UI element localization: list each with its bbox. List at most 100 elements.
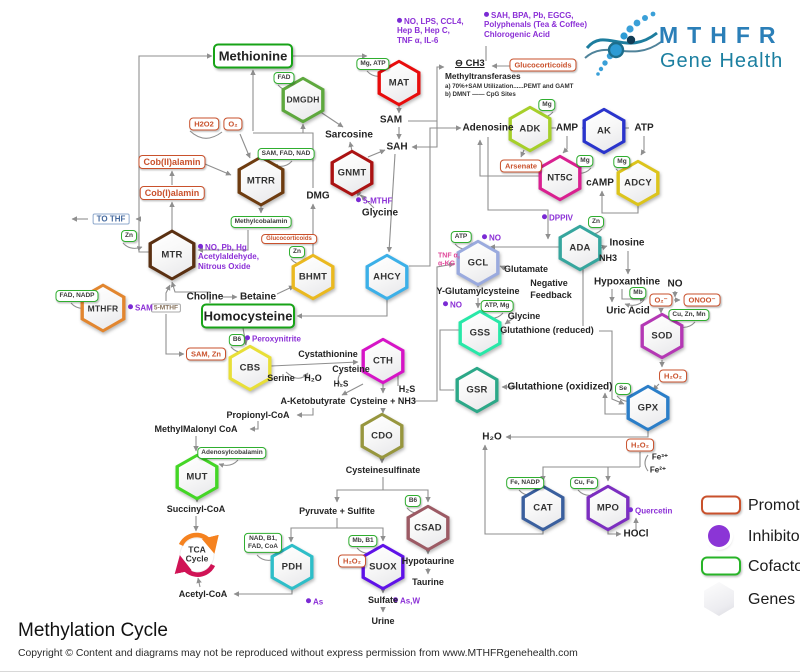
- metabolite-label: Glycine: [361, 207, 399, 219]
- edge-line: [288, 527, 337, 543]
- cofactor-box: Fe, NADP: [506, 476, 544, 490]
- cofactor-box: Adenosylcobalamin: [197, 446, 267, 460]
- tca-cycle-node: TCA Cycle: [186, 545, 209, 565]
- edge-line: [138, 53, 213, 253]
- metabolite-label: Succinyl-CoA: [166, 504, 226, 514]
- gene-hex-CSAD: CSAD: [406, 504, 450, 552]
- methyltransferases-heading: Methyltransferases: [445, 71, 521, 81]
- metabolite-label: DMG: [306, 190, 330, 202]
- inhibitor-dot-icon: [356, 197, 361, 203]
- gene-label: SUOX: [369, 561, 397, 573]
- copyright-text: Copyright © Content and diagrams may not…: [18, 648, 578, 659]
- gene-label: MTR: [161, 249, 183, 261]
- legend-genes-label: Genes: [748, 591, 796, 608]
- edge-line: [505, 431, 649, 440]
- inhibitor-dot-icon: [443, 301, 448, 307]
- edge-line: [165, 314, 185, 357]
- promoter-box: Glucocorticoids: [261, 234, 317, 244]
- gene-hex-BHMT: BHMT: [291, 253, 335, 301]
- cofactor-box: Mg: [613, 155, 631, 169]
- metabolite-label: Pyruvate + Sulfite: [299, 506, 375, 516]
- metabolite-label: Cysteinesulfinate: [345, 465, 421, 475]
- inhibitor-label: Quercetin: [628, 506, 672, 515]
- cofactor-box: FAD, NADP: [55, 289, 99, 303]
- methyltransferases-note: ⊖ CH3 Methyltransferases a) 70%+SAM Util…: [445, 58, 573, 98]
- metabolite-label: Glutamate: [503, 264, 549, 274]
- inhibitor-dot-icon: [245, 335, 250, 341]
- inhibitor-label: NO, LPS, CCL4,Hep B, Hep C,TNF α, IL-6: [397, 16, 464, 45]
- metabolite-label: Propionyl-CoA: [226, 410, 290, 420]
- gene-label: AHCY: [373, 271, 401, 283]
- metabolite-label: MethylMalonyl CoA: [154, 424, 238, 434]
- dna-helix-icon: [584, 11, 662, 76]
- promoter-box: Cob(I)alamin: [139, 186, 205, 200]
- metabolite-box-homocysteine: Homocysteine: [201, 303, 295, 329]
- inhibitor-dot-icon: [484, 11, 489, 17]
- methyltransferases-line-a: a) 70%+SAM Utilization......PEMT and GAM…: [445, 82, 574, 90]
- edge-line: [600, 244, 608, 251]
- metabolite-label: NH3: [598, 253, 618, 263]
- gene-hex-ADCY: ADCY: [616, 159, 660, 207]
- gene-label: PDH: [281, 561, 303, 573]
- gene-hex-MTRR: MTRR: [237, 155, 285, 207]
- cofactor-box: Cu, Fe: [570, 476, 598, 490]
- gene-label: CTH: [372, 355, 394, 367]
- promoter-box: O₂⁻: [649, 293, 673, 307]
- cofactor-box: ATP, Mg: [480, 299, 514, 313]
- promoter-box: Cob(II)alamin: [138, 155, 206, 169]
- cofactor-arc: [122, 242, 143, 251]
- metabolite-label: Acetyl-CoA: [178, 589, 228, 599]
- promoter-box: Glucocorticoids: [509, 58, 577, 72]
- gene-hex-CAT: CAT: [521, 484, 565, 532]
- inhibitor-label: 5-MTHF: [356, 196, 392, 205]
- promoter-box: H₂O₂: [338, 554, 366, 568]
- promoter-box: Arsenate: [499, 159, 543, 173]
- edge-line: [644, 454, 649, 472]
- gene-label: ADA: [569, 242, 591, 254]
- gene-label: GSS: [469, 327, 491, 339]
- cofactor-box: Zn: [121, 229, 137, 243]
- legend-cofactor-swatch: [701, 556, 741, 576]
- inhibitor-label: NO: [443, 300, 462, 309]
- cofactor-box: B6: [228, 333, 246, 347]
- promoter-box: H₂O₂: [659, 369, 687, 383]
- gene-label: GCL: [467, 257, 489, 269]
- cofactor-box: B6: [404, 494, 422, 508]
- gene-hex-GSS: GSS: [458, 309, 502, 357]
- gene-label: DMGDH: [286, 94, 320, 105]
- metabolite-label: AMP: [555, 122, 579, 134]
- gene-hex-GCL: GCL: [456, 239, 500, 287]
- metabolite-box-methionine: Methionine: [213, 43, 293, 69]
- inhibitor-dot-icon: [306, 598, 311, 604]
- legend-inhibitor-label: Inhibitor: [748, 528, 800, 545]
- metabolite-label: NO: [667, 278, 683, 290]
- inhibitor-label: DPPIV: [542, 213, 573, 222]
- gene-label: MTRR: [246, 175, 276, 187]
- inhibitor-dot-icon: [198, 243, 203, 249]
- ch3-label: ⊖ CH3: [455, 58, 485, 69]
- metabolite-label: H₂S: [333, 379, 349, 389]
- metabolite-label: Feedback: [530, 290, 572, 300]
- cofactor-box: Cu, Zn, Mn: [668, 308, 710, 322]
- edge-line: [239, 133, 251, 159]
- inhibitor-dot-icon: [393, 597, 398, 603]
- edge-line: [296, 299, 388, 319]
- gene-hex-MPO: MPO: [586, 484, 630, 532]
- gene-hex-GSR: GSR: [455, 366, 499, 414]
- legend-inhibitor-swatch: [708, 525, 730, 547]
- metabolite-label: Sulfate: [367, 595, 399, 605]
- metabolite-label: H₂O: [482, 431, 502, 443]
- metabolite-label: cAMP: [586, 177, 614, 189]
- inhibitor-label: SAM: [128, 303, 153, 312]
- gene-label: CBS: [239, 362, 261, 374]
- cofactor-box: Mg: [538, 98, 556, 112]
- cofactor-box: Methylcobalamin: [230, 215, 292, 229]
- gene-label: ADCY: [624, 177, 652, 189]
- metabolite-label: Choline: [186, 291, 224, 303]
- metabolite-label: Fe²⁺: [649, 465, 667, 475]
- copyright-link[interactable]: www.MTHFRgenehealth.com: [442, 648, 578, 659]
- legend-cofactor-label: Cofactor: [748, 558, 800, 575]
- promoter-box: H₂O₂: [626, 438, 654, 452]
- metabolite-label: Cysteine: [332, 364, 370, 374]
- inhibitor-label: SAH, BPA, Pb, EGCG,Polyphenals (Tea & Co…: [484, 10, 587, 39]
